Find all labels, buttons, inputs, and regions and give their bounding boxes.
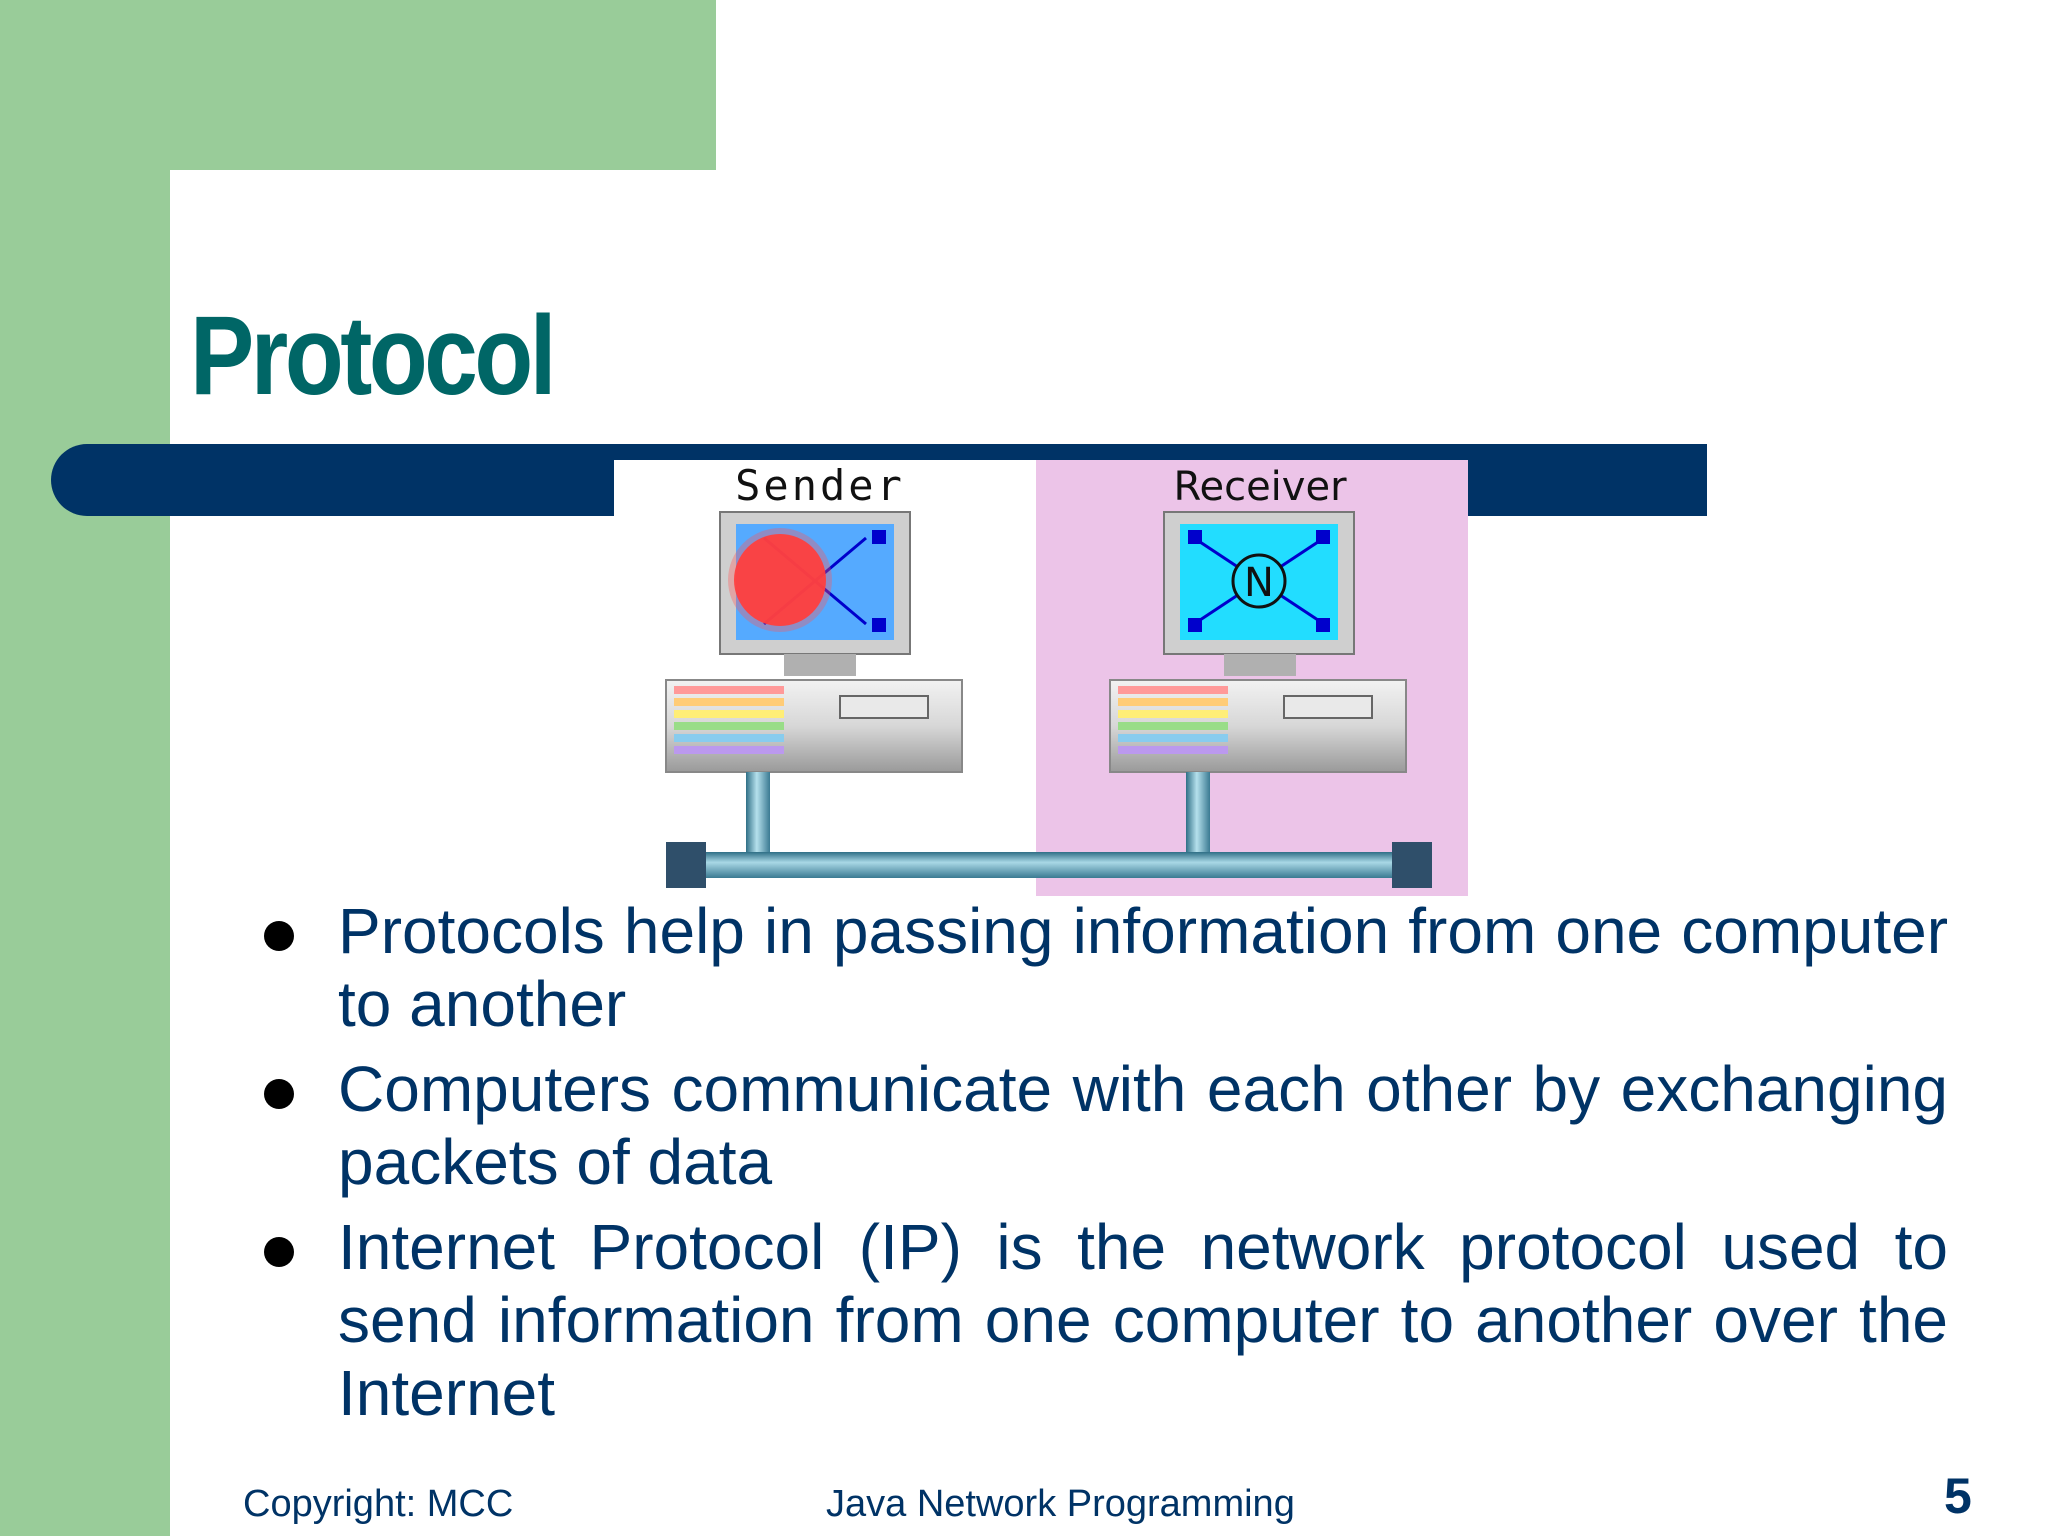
bullet-text: Protocols help in passing information fr… — [338, 895, 1948, 1040]
page-number: 5 — [1944, 1468, 1972, 1524]
footer-copyright: Copyright: MCC — [243, 1483, 514, 1525]
slide-title: Protocol — [190, 293, 557, 418]
bullet-text: Internet Protocol (IP) is the network pr… — [338, 1211, 1948, 1429]
bullet-text: Computers communicate with each other by… — [338, 1053, 1948, 1198]
sender-label: Sender — [735, 461, 905, 510]
receiver-computer-icon: N — [1109, 511, 1407, 773]
footer-course-title: Java Network Programming — [826, 1483, 1295, 1525]
bullet-dot-icon — [264, 921, 294, 951]
frame-top-band — [0, 0, 716, 170]
sender-computer-icon — [665, 511, 963, 773]
bullet-item: Internet Protocol (IP) is the network pr… — [258, 1211, 1948, 1430]
receiver-screen-letter: N — [1244, 560, 1274, 606]
receiver-label: Receiver — [1173, 464, 1347, 510]
bullet-dot-icon — [264, 1079, 294, 1109]
network-cable-icon — [666, 772, 1432, 888]
bullet-item: Computers communicate with each other by… — [258, 1053, 1948, 1199]
bullet-list: Protocols help in passing information fr… — [258, 895, 1948, 1442]
protocol-diagram: Sender Receiver — [614, 460, 1468, 896]
frame-left-band — [0, 0, 170, 1536]
bullet-item: Protocols help in passing information fr… — [258, 895, 1948, 1041]
bullet-dot-icon — [264, 1237, 294, 1267]
